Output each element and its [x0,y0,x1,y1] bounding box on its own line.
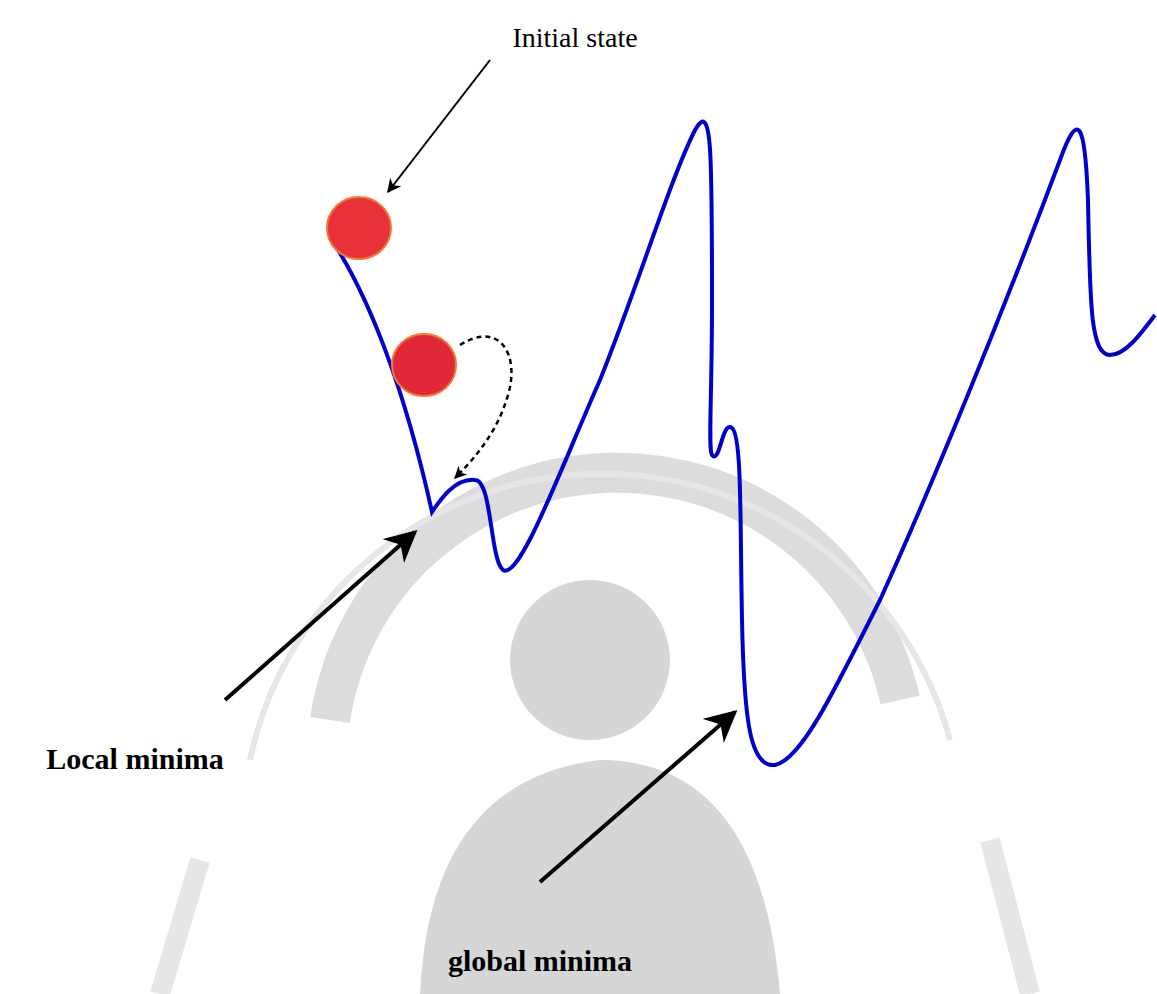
callout-label: Initial state [512,23,637,54]
leader-arrow [225,532,415,700]
ball [327,197,391,259]
motion-arrow [455,337,511,478]
ball [392,334,456,396]
leader-arrow [540,712,735,882]
callout-label: global minima [448,944,632,977]
callout-label: Local minima [46,742,224,775]
leader-arrow [388,60,490,192]
watermark [160,473,1030,994]
energy-curve [335,122,1155,765]
